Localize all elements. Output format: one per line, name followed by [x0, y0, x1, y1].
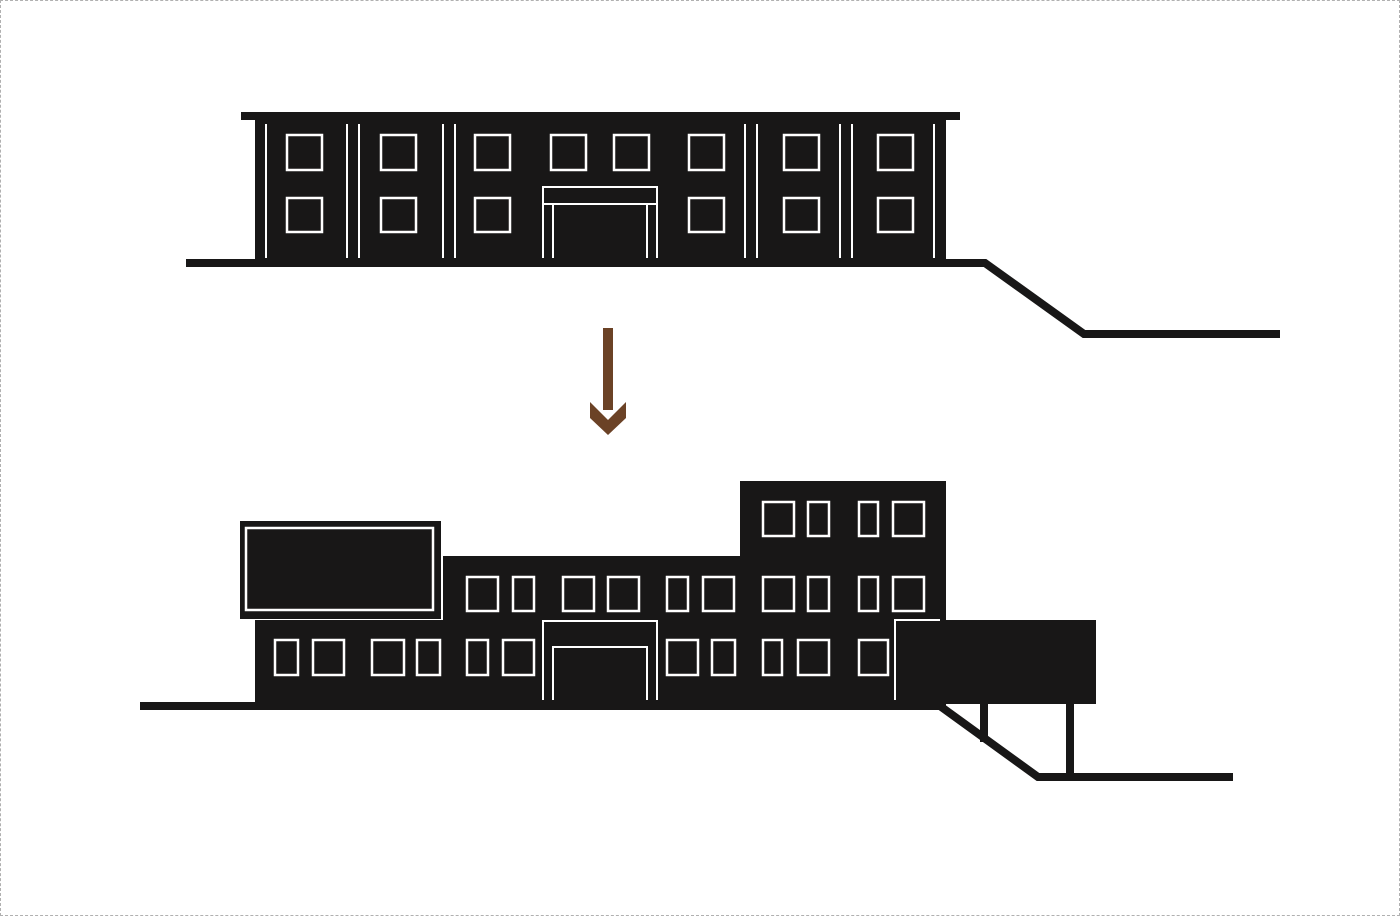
- window: [806, 575, 831, 613]
- window: [511, 575, 536, 613]
- building-before: [186, 112, 1280, 338]
- window: [379, 133, 418, 172]
- ground-line-before: [186, 259, 1280, 338]
- window: [465, 638, 490, 677]
- window: [473, 133, 512, 172]
- window: [782, 133, 821, 172]
- lower-block: [255, 620, 946, 706]
- window: [606, 575, 641, 613]
- roof-line: [241, 112, 960, 120]
- building-after: [140, 481, 1233, 781]
- cantilever-box-right: [894, 619, 1096, 776]
- window: [761, 500, 796, 538]
- window: [782, 196, 821, 234]
- window: [273, 638, 300, 677]
- window: [701, 575, 736, 613]
- window: [806, 500, 831, 538]
- cantilever-box-left: [240, 521, 441, 619]
- window: [876, 133, 915, 172]
- window: [857, 575, 880, 613]
- window: [687, 133, 726, 172]
- middle-block: [443, 556, 946, 624]
- window: [549, 133, 588, 172]
- window: [710, 638, 737, 677]
- windows-after: [273, 500, 926, 677]
- window: [796, 638, 831, 677]
- window: [857, 500, 880, 538]
- window: [465, 575, 500, 613]
- window: [665, 575, 690, 613]
- window: [285, 196, 324, 234]
- window: [311, 638, 346, 677]
- window: [379, 196, 418, 234]
- entrance-before: [542, 186, 658, 258]
- window: [561, 575, 596, 613]
- window: [415, 638, 442, 677]
- building-body: [255, 120, 946, 262]
- entrance-after: [542, 620, 658, 700]
- window: [473, 196, 512, 234]
- window: [891, 500, 926, 538]
- window: [857, 638, 890, 677]
- window: [612, 133, 651, 172]
- window: [665, 638, 700, 677]
- windows-before: [285, 133, 915, 234]
- window: [876, 196, 915, 234]
- window: [285, 133, 324, 172]
- tower-block: [740, 481, 946, 561]
- arrow-down-icon: [590, 328, 626, 435]
- pilaster-lines: [265, 124, 935, 258]
- window: [687, 196, 726, 234]
- window: [370, 638, 406, 677]
- window: [501, 638, 536, 677]
- window: [891, 575, 926, 613]
- window: [761, 638, 784, 677]
- window: [761, 575, 796, 613]
- ground-line-after: [140, 702, 1233, 781]
